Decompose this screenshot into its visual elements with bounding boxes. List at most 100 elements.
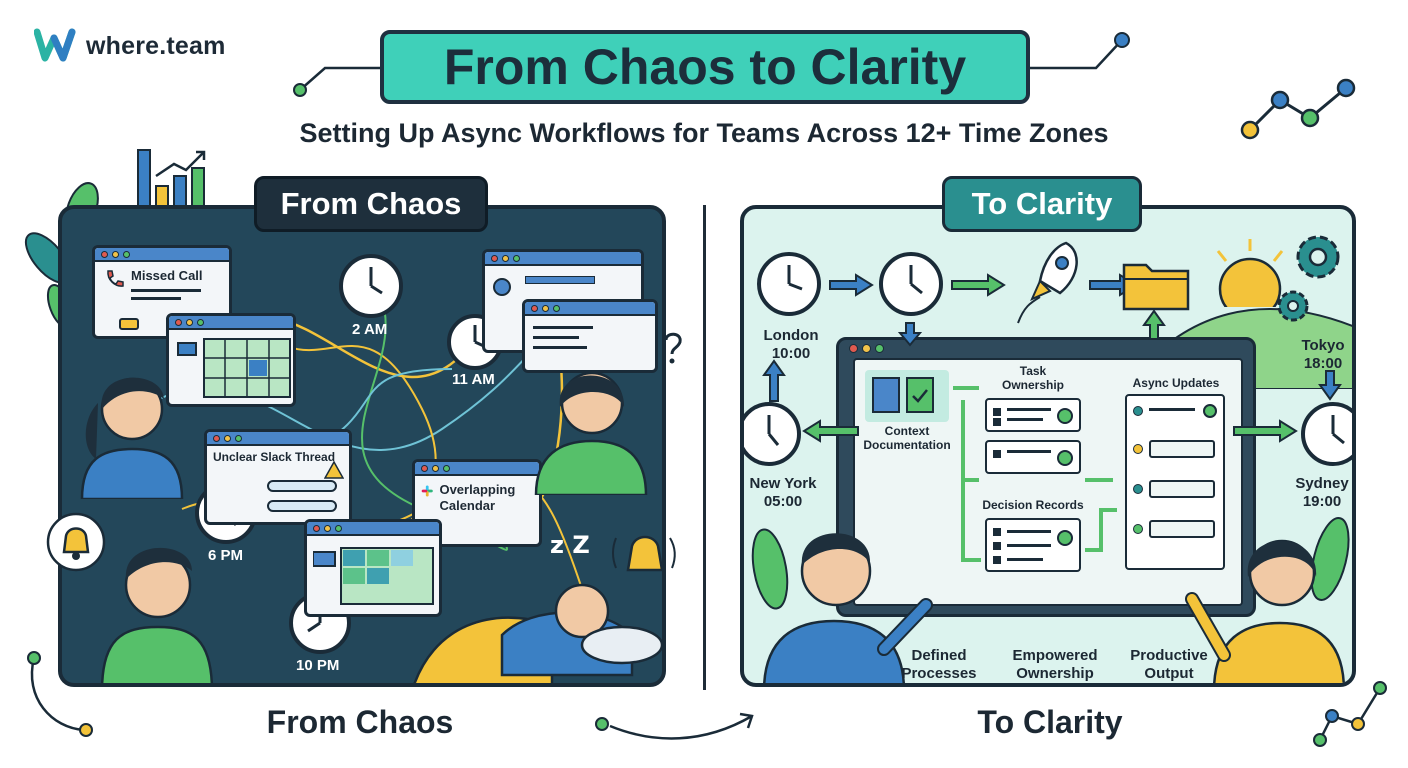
new-york-clock-icon xyxy=(744,402,801,466)
plant-icon xyxy=(751,528,789,610)
flow-arrows-icon xyxy=(953,386,1117,562)
city-tokyo: Tokyo 18:00 xyxy=(1288,337,1352,373)
schedule-window[interactable] xyxy=(304,519,442,617)
documents-icon xyxy=(872,377,934,413)
window-titlebar xyxy=(95,248,229,262)
window-titlebar xyxy=(525,302,655,316)
city-name: Tokyo xyxy=(1301,337,1345,354)
arrow-right-icon xyxy=(1233,419,1298,443)
header-connector-left-icon xyxy=(293,66,380,97)
overlapping-calendar-window[interactable]: Overlapping Calendar xyxy=(412,459,542,547)
clarity-panel: London 10:00 Tokyo 18:00 New York 05:00 … xyxy=(740,205,1356,687)
page-title: From Chaos to Clarity xyxy=(443,39,967,95)
label-line: Processes xyxy=(901,665,977,682)
clarity-footer-label: To Clarity xyxy=(977,704,1123,740)
city-name: New York xyxy=(749,475,817,492)
page-subtitle: Setting Up Async Workflows for Teams Acr… xyxy=(299,118,1109,148)
folder-icon xyxy=(1122,263,1190,311)
context-doc-label: Context Documentation xyxy=(863,424,951,452)
label-line: Defined xyxy=(911,647,967,664)
window-titlebar xyxy=(207,432,349,446)
slack-thread-label: Unclear Slack Thread xyxy=(213,450,336,464)
notification-bell-icon xyxy=(46,512,106,572)
question-mark-icon xyxy=(664,332,682,364)
brand-name: where.team xyxy=(86,31,226,60)
chaos-panel: Missed Call 2 AM 11 AM xyxy=(58,205,666,687)
network-nodes-icon xyxy=(1313,681,1387,747)
message-window[interactable] xyxy=(522,299,658,373)
workflow-canvas: Context Documentation Task Ownership Dec… xyxy=(853,358,1243,606)
clock-time-label: 11 AM xyxy=(452,371,495,388)
gear-icon xyxy=(1277,290,1309,322)
city-time: 18:00 xyxy=(1303,355,1343,372)
sun-icon xyxy=(1216,239,1284,307)
task-ownership-label: Task Ownership xyxy=(1001,364,1064,392)
window-titlebar xyxy=(485,252,641,266)
brand-logo[interactable]: where.team xyxy=(34,24,226,68)
clock-icon xyxy=(879,252,943,316)
label-line: Ownership xyxy=(1016,665,1094,682)
warning-icon xyxy=(324,461,344,479)
sleep-z-icon: z Z xyxy=(550,531,590,559)
slack-logo-icon xyxy=(421,485,433,497)
alarm-bell-icon xyxy=(612,535,676,572)
header-connector-right-icon xyxy=(1030,32,1130,70)
chaos-footer-label: From Chaos xyxy=(266,704,454,740)
productive-output-label: Productive Output xyxy=(1114,647,1224,683)
arrow-up-icon xyxy=(1142,309,1166,340)
arrow-down-icon xyxy=(898,322,922,347)
clock-time-label: 6 PM xyxy=(208,547,244,564)
label-line: Productive xyxy=(1130,647,1208,664)
missed-call-label: Missed Call xyxy=(131,268,203,283)
curved-connector-icon xyxy=(27,651,93,737)
city-london: London 10:00 xyxy=(756,327,826,363)
async-updates-feed[interactable] xyxy=(1125,394,1225,570)
arrow-up-icon xyxy=(762,359,786,402)
city-time: 19:00 xyxy=(1302,493,1342,510)
plant-icon xyxy=(1310,517,1350,601)
rocket-icon xyxy=(1017,241,1078,324)
chaos-badge: From Chaos xyxy=(254,176,488,232)
label-line: Empowered xyxy=(1012,647,1098,664)
pointing-woman-icon xyxy=(1185,539,1345,683)
decision-records-label: Decision Records xyxy=(982,498,1084,512)
pointing-man-icon xyxy=(763,533,933,683)
clock-time-label: 10 PM xyxy=(296,657,340,674)
arrow-right-icon xyxy=(951,273,1006,297)
london-clock-icon xyxy=(757,252,821,316)
gear-icon xyxy=(1296,235,1340,279)
transition-arrow-icon xyxy=(595,712,754,740)
empowered-ownership-label: Empowered Ownership xyxy=(1000,647,1110,683)
task-card[interactable] xyxy=(985,440,1081,474)
frustrated-person-icon xyxy=(534,371,648,495)
calendar-grid-icon xyxy=(203,338,291,398)
network-nodes-icon xyxy=(1240,78,1356,140)
screen-dots xyxy=(849,344,884,353)
window-titlebar xyxy=(307,522,439,536)
main-title-box: From Chaos to Clarity xyxy=(380,30,1030,104)
city-new-york: New York 05:00 xyxy=(744,475,828,511)
overlapping-calendar-label: Overlapping Calendar xyxy=(439,482,516,513)
task-card[interactable] xyxy=(985,398,1081,432)
clock-time-label: 2 AM xyxy=(352,321,388,338)
workflow-screen: Context Documentation Task Ownership Dec… xyxy=(836,337,1256,617)
sleeping-person-icon xyxy=(413,583,662,683)
where-team-logo-icon xyxy=(34,28,76,62)
sydney-clock-icon xyxy=(1301,402,1352,466)
schedule-grid-icon xyxy=(313,547,434,605)
city-time: 10:00 xyxy=(771,345,811,362)
clarity-badge: To Clarity xyxy=(942,176,1142,232)
city-sydney: Sydney 19:00 xyxy=(1292,475,1352,511)
decision-card[interactable] xyxy=(985,518,1081,572)
city-name: Sydney xyxy=(1295,475,1349,492)
window-titlebar xyxy=(169,316,293,330)
calendar-window[interactable] xyxy=(166,313,296,407)
context-doc-tile[interactable] xyxy=(865,370,949,422)
clock-icon xyxy=(339,254,403,318)
city-name: London xyxy=(763,327,819,344)
phone-missed-icon xyxy=(107,270,124,287)
arrow-left-icon xyxy=(802,419,859,443)
city-time: 05:00 xyxy=(763,493,803,510)
section-divider xyxy=(703,205,706,690)
slack-thread-window[interactable]: Unclear Slack Thread xyxy=(204,429,352,525)
